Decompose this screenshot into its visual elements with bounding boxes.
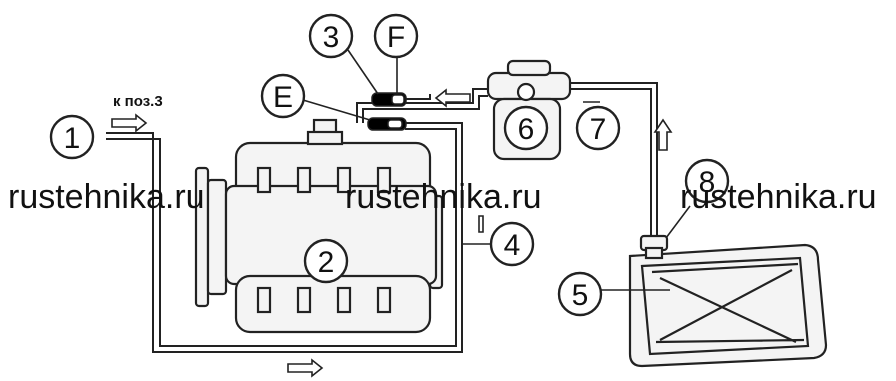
arrow-inlet xyxy=(111,113,148,133)
fuel-tank xyxy=(628,234,828,368)
callout-1: 1 xyxy=(64,122,81,155)
filter-to-tank-inner xyxy=(570,88,652,236)
engine-cap-base xyxy=(306,130,344,146)
filter-to-tank-outer xyxy=(570,82,658,236)
callout-3-circle xyxy=(308,13,354,59)
fuel-lines xyxy=(106,82,658,353)
fitting-f-nut xyxy=(391,94,405,105)
callout-4: 4 xyxy=(504,229,521,262)
tank-cross-brace xyxy=(651,262,805,344)
watermark-right: rustehnika.ru xyxy=(680,178,877,216)
leader-8 xyxy=(665,205,691,239)
callout-e-circle xyxy=(260,73,306,119)
main-fuel-line-inner xyxy=(106,128,457,347)
callout-f: F xyxy=(387,21,405,54)
inlet-note: к поз.3 xyxy=(113,93,163,110)
return-line-inner xyxy=(362,95,488,123)
callout-1-circle xyxy=(49,114,95,160)
engine-port-bottom-2 xyxy=(296,286,312,314)
watermark-center: rustehnika.ru xyxy=(345,178,542,216)
engine xyxy=(194,118,444,334)
engine-port-bottom-4 xyxy=(376,286,392,314)
arrow-to-f xyxy=(434,88,471,108)
watermark-left: rustehnika.ru xyxy=(8,178,205,216)
leader-3 xyxy=(347,49,379,95)
callouts xyxy=(49,13,730,317)
callout-8-circle xyxy=(684,158,730,204)
line-marker-4 xyxy=(478,215,484,233)
tank-body xyxy=(628,243,828,368)
engine-port-top-1 xyxy=(256,166,272,194)
flow-arrows xyxy=(111,88,673,378)
callout-f-circle xyxy=(373,13,419,59)
engine-port-bottom-3 xyxy=(336,286,352,314)
filter-cap xyxy=(506,59,552,77)
f-connector-line xyxy=(405,94,431,100)
tank-inner-panel xyxy=(640,256,810,356)
engine-port-top-2 xyxy=(296,166,312,194)
filter-inlet-ring xyxy=(516,82,536,102)
fitting-e-nut xyxy=(387,119,403,129)
watermarks: rustehnika.ru rustehnika.ru rustehnika.r… xyxy=(8,178,877,216)
arrow-bottom xyxy=(287,358,324,378)
callout-3: 3 xyxy=(323,21,340,54)
callout-5-circle xyxy=(557,271,603,317)
engine-front-cover xyxy=(206,178,228,296)
tank-neck xyxy=(644,246,664,260)
callout-7-circle xyxy=(575,105,621,151)
callout-7: 7 xyxy=(590,113,607,146)
arrow-up-tank xyxy=(653,118,673,151)
callout-8: 8 xyxy=(699,166,716,199)
callout-4-circle xyxy=(489,221,535,267)
callout-labels: 1 2 3 4 5 6 7 8 E F xyxy=(64,21,716,312)
callout-6: 6 xyxy=(518,113,535,146)
callout-5: 5 xyxy=(572,279,589,312)
leader-e xyxy=(302,99,371,121)
leader-lines xyxy=(302,49,691,291)
callout-2-circle xyxy=(303,238,349,284)
engine-port-top-4 xyxy=(376,166,392,194)
callout-e: E xyxy=(273,81,293,114)
fittings xyxy=(367,92,407,131)
return-line-outer xyxy=(356,88,488,123)
engine-port-bottom-1 xyxy=(256,286,272,314)
engine-port-top-3 xyxy=(336,166,352,194)
callout-6-circle xyxy=(503,105,549,151)
callout-2: 2 xyxy=(318,246,335,279)
main-fuel-line-outer xyxy=(106,122,463,353)
